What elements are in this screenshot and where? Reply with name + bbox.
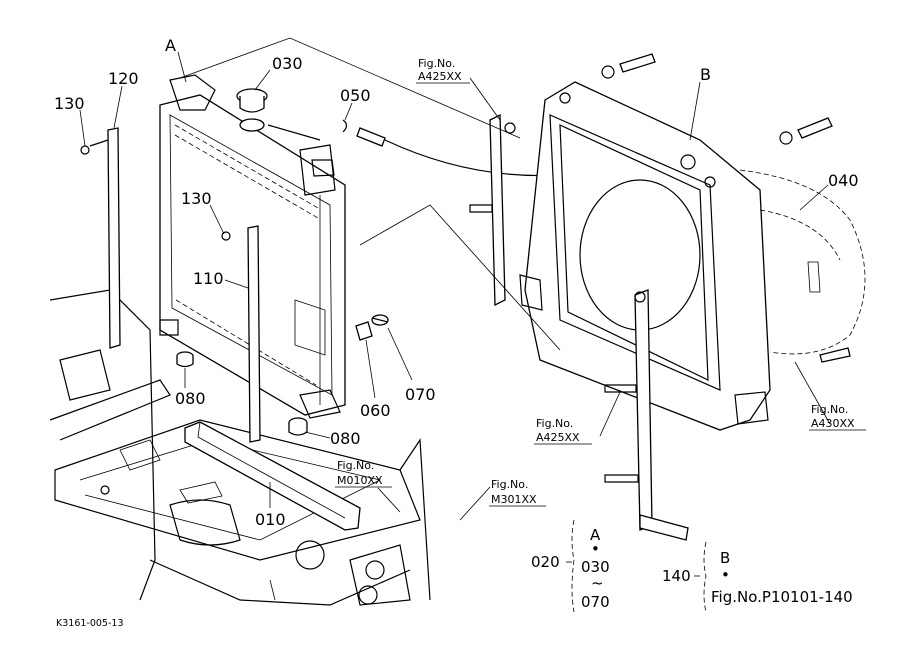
shroud-bolts (601, 53, 833, 145)
fan-shroud-b (519, 81, 771, 431)
figure-ref-top-a425: Fig.No. A425XX (416, 57, 470, 84)
shroud-stays (469, 113, 689, 541)
chassis-frame (49, 289, 431, 606)
svg-text:~: ~ (591, 574, 604, 592)
callout-070: 070 (405, 385, 436, 404)
leader-lines (79, 37, 831, 521)
callout-080-right: 080 (330, 429, 361, 448)
part-110-mid-stay (221, 225, 261, 443)
part-030-radiator-cap (236, 88, 321, 141)
svg-text:M010XX: M010XX (337, 474, 383, 487)
callout-130-left: 130 (54, 94, 85, 113)
svg-text:B: B (720, 549, 730, 567)
svg-text:140: 140 (662, 567, 691, 585)
part-060-070-fittings (355, 314, 389, 341)
part-080-mounts (176, 351, 308, 436)
callout-110: 110 (193, 269, 224, 288)
svg-text:•: • (591, 540, 600, 558)
part-010-support-rail (184, 421, 361, 531)
svg-text:A430XX: A430XX (811, 417, 855, 430)
part-120-left-stay (80, 127, 121, 349)
figure-ref-m010: Fig.No. M010XX (335, 459, 392, 488)
callout-040: 040 (828, 171, 859, 190)
svg-text:A: A (590, 526, 601, 544)
figure-ref-mid-a425: Fig.No. A425XX (534, 417, 592, 445)
callout-120: 120 (108, 69, 139, 88)
svg-text:•: • (721, 566, 730, 584)
svg-text:Fig.No.P10101-140: Fig.No.P10101-140 (711, 588, 853, 606)
callout-060: 060 (360, 401, 391, 420)
svg-text:Fig.No.: Fig.No. (337, 459, 374, 472)
figure-ref-a430: Fig.No. A430XX (809, 403, 866, 431)
svg-text:070: 070 (581, 593, 610, 611)
assembly-legend-140: 140 B • Fig.No.P10101-140 (662, 541, 853, 613)
svg-text:Fig.No.: Fig.No. (811, 403, 848, 416)
svg-text:A425XX: A425XX (418, 70, 462, 83)
svg-text:Fig.No.: Fig.No. (491, 478, 528, 491)
svg-text:Fig.No.: Fig.No. (536, 417, 573, 430)
part-050-overflow-hose (342, 119, 561, 177)
callout-a: A (165, 36, 176, 55)
callout-b: B (700, 65, 711, 84)
svg-text:020: 020 (531, 553, 560, 571)
callout-030: 030 (272, 54, 303, 73)
svg-text:M301XX: M301XX (491, 493, 537, 506)
callout-130-mid: 130 (181, 189, 212, 208)
drawing-id: K3161-005-13 (56, 618, 123, 629)
callout-050: 050 (340, 86, 371, 105)
figure-ref-m301: Fig.No. M301XX (489, 478, 546, 507)
callout-080-left: 080 (175, 389, 206, 408)
assembly-legend-020: 020 A • 030 ~ 070 (531, 519, 610, 613)
svg-text:A425XX: A425XX (536, 431, 580, 444)
svg-text:030: 030 (581, 558, 610, 576)
svg-text:Fig.No.: Fig.No. (418, 57, 455, 70)
part-040-cover (739, 169, 866, 363)
callout-010: 010 (255, 510, 286, 529)
